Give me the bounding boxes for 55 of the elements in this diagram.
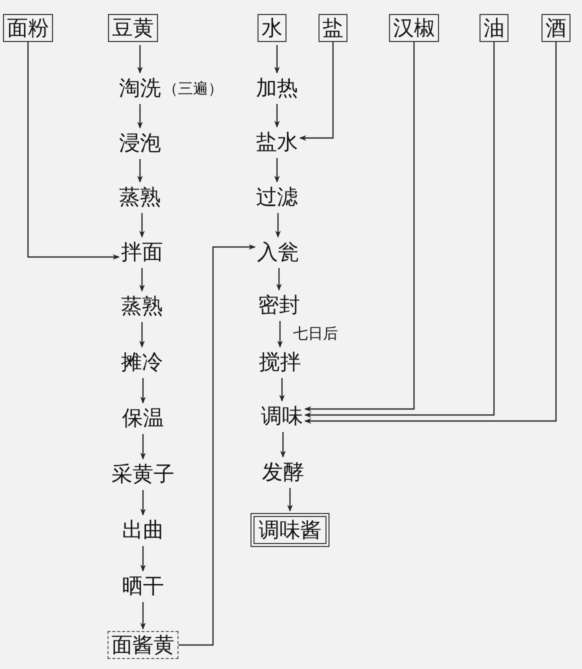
- arrow: [299, 42, 334, 141]
- step-label: 密封: [258, 292, 300, 318]
- arrow: [137, 159, 143, 183]
- ingredient-box: 豆黄: [108, 14, 158, 42]
- intermediate-box: 面酱黄: [108, 631, 178, 659]
- arrow: [140, 490, 146, 516]
- arrow: [276, 268, 282, 291]
- arrow: [140, 434, 146, 460]
- arrow: [178, 244, 256, 646]
- step-label: 浸泡: [119, 130, 161, 156]
- arrow: [304, 42, 557, 424]
- step-label: 保温: [122, 405, 164, 431]
- ingredient-box: 汉椒: [389, 14, 439, 42]
- arrow: [140, 546, 146, 572]
- note-text: （三遍）: [163, 80, 223, 98]
- arrow: [139, 268, 145, 292]
- step-label: 盐水: [256, 129, 298, 155]
- step-label: 发酵: [262, 459, 304, 485]
- edge-label: 七日后: [292, 324, 339, 343]
- step-label: 摊冷: [121, 349, 163, 375]
- arrow: [304, 42, 495, 418]
- step-label: 入瓮: [257, 239, 299, 265]
- step-label: 淘洗: [119, 75, 161, 101]
- ingredient-box: 盐: [318, 14, 348, 42]
- arrow: [139, 213, 145, 238]
- arrow: [139, 322, 145, 348]
- step-label: 出曲: [122, 517, 164, 543]
- ingredient-box: 酒: [542, 14, 570, 42]
- arrow: [275, 213, 281, 238]
- arrow: [137, 104, 143, 129]
- step-label: 搅拌: [259, 349, 301, 375]
- step-label: 调味: [261, 403, 303, 429]
- step-label: 加热: [256, 75, 298, 101]
- arrow: [27, 42, 120, 260]
- arrow: [274, 45, 280, 74]
- step-label: 蒸熟: [121, 293, 163, 319]
- step-label: 采黄子: [112, 461, 174, 487]
- arrow: [287, 488, 293, 512]
- ingredient-box: 油: [480, 14, 508, 42]
- arrow: [274, 104, 280, 128]
- arrow: [140, 378, 146, 404]
- step-label: 过滤: [256, 184, 298, 210]
- product-box: 调味酱: [250, 513, 330, 547]
- arrow: [304, 42, 415, 412]
- arrow: [279, 378, 285, 402]
- step-label: 拌面: [121, 239, 163, 265]
- arrow: [274, 158, 280, 183]
- arrow: [277, 321, 283, 348]
- ingredient-box: 面粉: [3, 14, 53, 42]
- step-label: 蒸熟: [119, 184, 161, 210]
- arrow: [137, 45, 143, 74]
- ingredient-box: 水: [258, 14, 286, 42]
- arrow: [280, 432, 286, 458]
- step-label: 晒干: [122, 573, 164, 599]
- arrow: [140, 602, 146, 630]
